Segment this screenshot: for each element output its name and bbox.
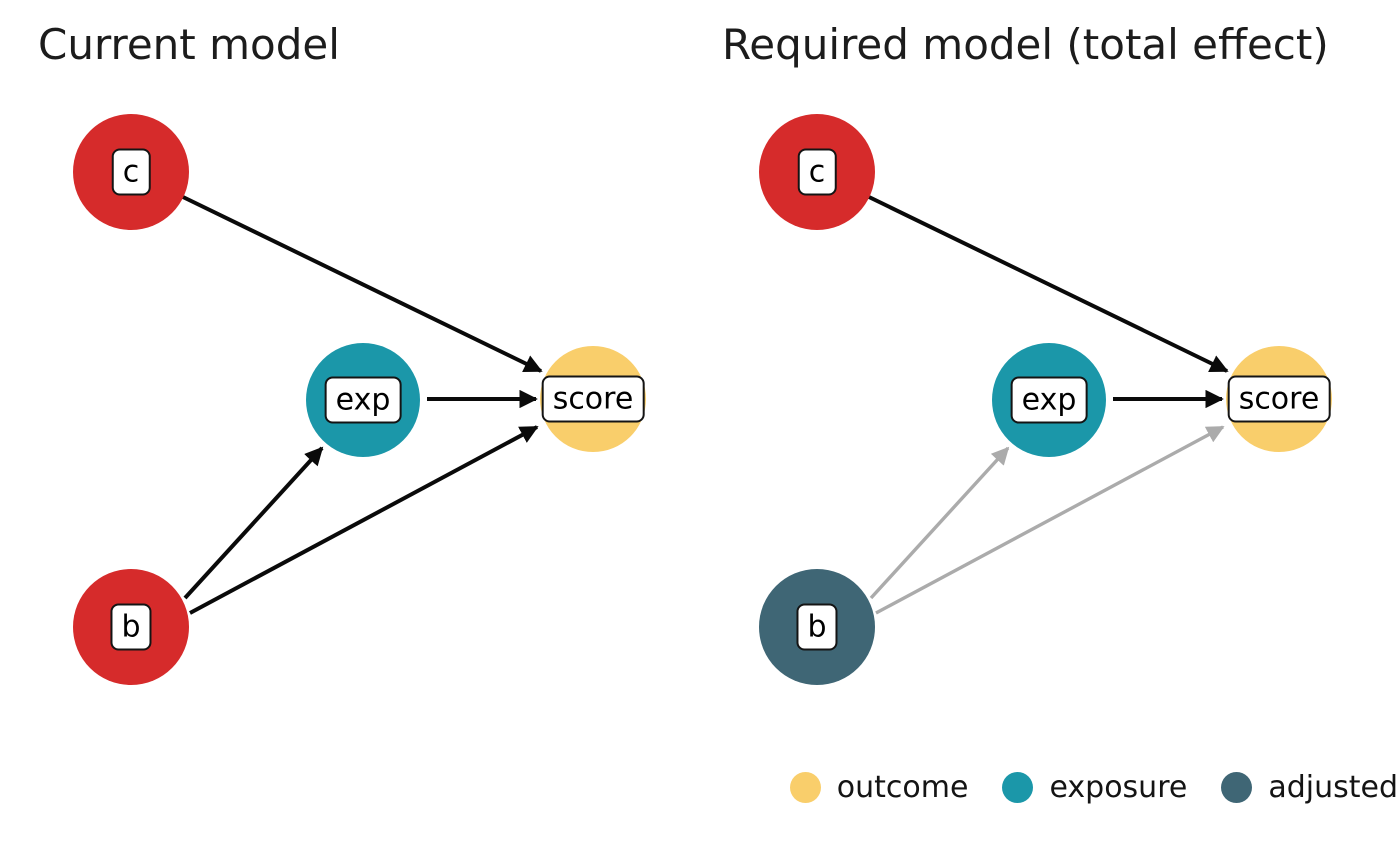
legend-item-outcome: outcome [789,769,969,805]
node-label-required-exp: exp [1010,376,1088,424]
panel-title-required-model: Required model (total effect) [722,20,1329,69]
node-label-current-score: score [541,375,645,423]
edge-required-c-to-score [868,195,1229,373]
node-label-required-b: b [796,603,838,651]
edge-current-c-to-score [182,195,543,373]
node-role-legend: outcome exposure adjusted [789,769,1398,805]
panel-title-current-model: Current model [38,20,340,69]
legend-label-exposure: exposure [1049,769,1188,805]
node-label-current-b: b [110,603,152,651]
legend-label-adjusted: adjusted [1268,769,1398,805]
legend-label-outcome: outcome [836,769,969,805]
exposure-dot-icon [1002,772,1034,803]
node-label-current-exp: exp [324,376,402,424]
node-label-required-c: c [797,148,837,196]
legend-item-exposure: exposure [1002,772,1187,803]
node-label-required-score: score [1227,375,1331,423]
edge-current-b-to-exp [183,446,324,600]
edge-lines [182,195,1229,615]
node-label-current-c: c [111,148,151,196]
edge-required-b-to-exp [869,446,1010,600]
edge-required-b-to-score [875,425,1225,615]
legend-item-adjusted: adjusted [1221,772,1398,803]
edge-current-b-to-score [189,425,539,615]
outcome-dot-icon [789,772,821,803]
adjusted-dot-icon [1221,772,1253,803]
